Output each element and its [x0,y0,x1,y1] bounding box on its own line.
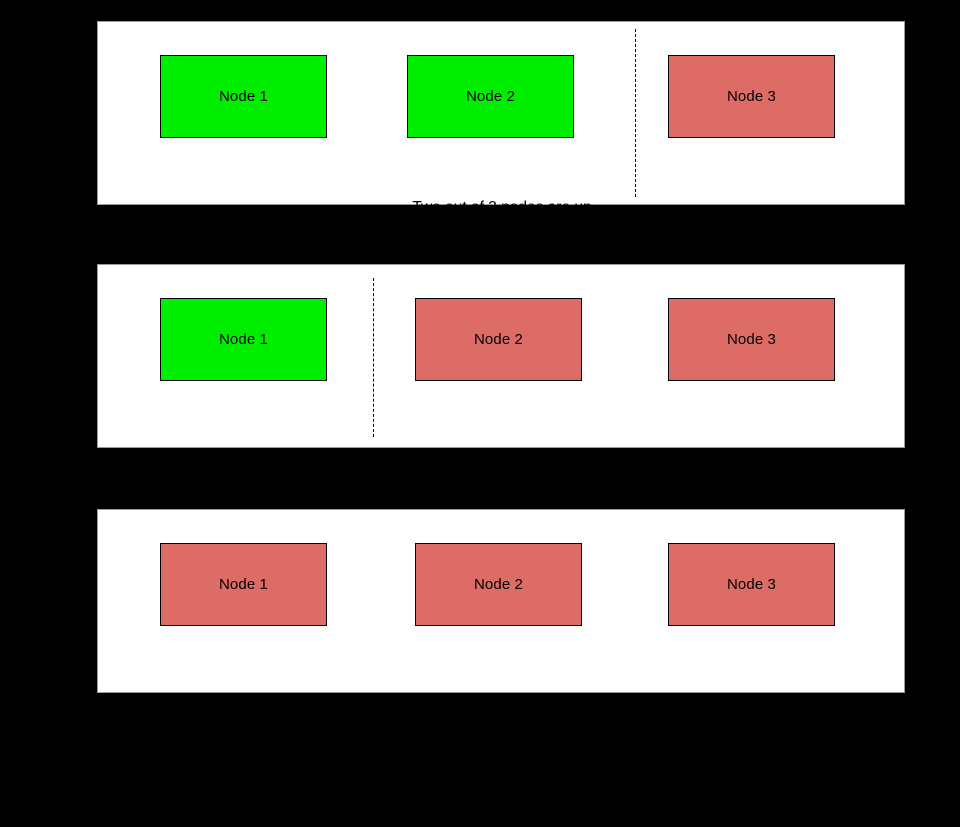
node-box-3-1[interactable]: Node 1 [160,543,327,626]
node-label: Node 1 [219,576,268,593]
caption-line-2: Majority Fails & Cluster Stops [400,761,604,778]
scenario-panel-2: Node 1 Node 2 Node 3 Two out of 3 nodes … [97,264,905,533]
node-label: Node 3 [727,88,776,105]
node-box-3-2[interactable]: Node 2 [415,543,582,626]
caption-line-1: Two out of 3 nodes are up [412,199,592,216]
scenario-panel-3: Node 1 Node 2 Node 3 All Nodes are down … [97,509,905,778]
cluster-quorum-diagram: Node 1 Node 2 Node 3 Two out of 3 nodes … [97,21,905,778]
node-box-1-1[interactable]: Node 1 [160,55,327,138]
node-box-1-2[interactable]: Node 2 [407,55,574,138]
scenario-panel-1: Node 1 Node 2 Node 3 Two out of 3 nodes … [97,21,905,285]
node-label: Node 1 [219,331,268,348]
node-label: Node 2 [474,331,523,348]
node-box-1-3[interactable]: Node 3 [668,55,835,138]
node-label: Node 1 [219,88,268,105]
node-box-2-1[interactable]: Node 1 [160,298,327,381]
node-label: Node 2 [474,576,523,593]
node-label: Node 3 [727,331,776,348]
node-box-3-3[interactable]: Node 3 [668,543,835,626]
node-box-2-3[interactable]: Node 3 [668,298,835,381]
caption-line-1: Two out of 3 nodes are down [402,447,602,464]
node-label: Node 3 [727,576,776,593]
scenario-caption-3: All Nodes are down Majority Fails & Clus… [98,643,906,827]
quorum-divider-2 [373,278,374,437]
quorum-divider-1 [635,29,636,197]
node-label: Node 2 [466,88,515,105]
node-box-2-2[interactable]: Node 2 [415,298,582,381]
caption-line-1: All Nodes are down [434,692,570,709]
